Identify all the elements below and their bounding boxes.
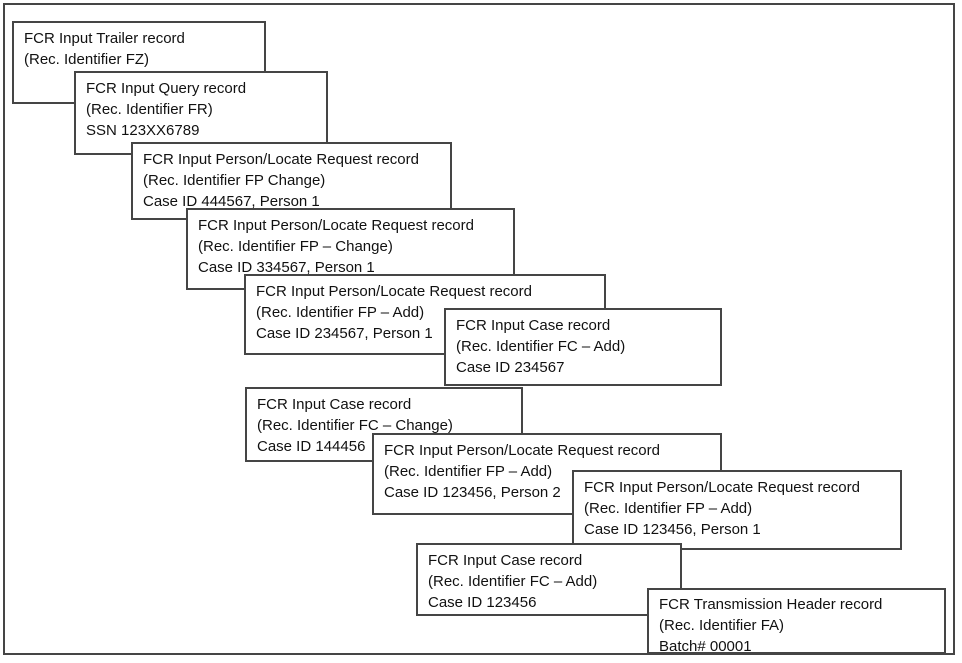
record-line: (Rec. Identifier FP – Change) (198, 238, 393, 255)
record-line: FCR Input Person/Locate Request record (143, 151, 419, 168)
record-line: Case ID 334567, Person 1 (198, 259, 375, 276)
record-line: FCR Input Person/Locate Request record (584, 479, 860, 496)
record-line: (Rec. Identifier FR) (86, 101, 213, 118)
record-line: (Rec. Identifier FP Change) (143, 172, 326, 189)
record-line: Case ID 123456, Person 2 (384, 484, 561, 501)
record-line: Case ID 234567 (456, 359, 565, 376)
record-line: Case ID 123456, Person 1 (584, 521, 761, 538)
record-line: FCR Input Case record (456, 317, 611, 334)
record-line: FCR Input Person/Locate Request record (384, 442, 660, 459)
record-box-transmission-header-fa: FCR Transmission Header record (Rec. Ide… (647, 588, 946, 654)
record-box-person-locate-fp-change-444567: FCR Input Person/Locate Request record (… (131, 142, 452, 220)
record-box-person-locate-fp-add-123456-person1: FCR Input Person/Locate Request record (… (572, 470, 902, 550)
record-line: FCR Input Query record (86, 80, 247, 97)
record-line: FCR Input Case record (257, 396, 412, 413)
record-line: (Rec. Identifier FC – Change) (257, 417, 453, 434)
record-line: (Rec. Identifier FA) (659, 617, 785, 634)
record-box-case-fc-add-234567: FCR Input Case record (Rec. Identifier F… (444, 308, 722, 386)
record-line: (Rec. Identifier FP – Add) (384, 463, 553, 480)
record-line: Case ID 234567, Person 1 (256, 325, 433, 342)
record-line: Case ID 123456 (428, 594, 537, 611)
record-line: FCR Input Person/Locate Request record (198, 217, 474, 234)
record-line: SSN 123XX6789 (86, 122, 200, 139)
record-line: (Rec. Identifier FZ) (24, 51, 150, 68)
record-line: (Rec. Identifier FC – Add) (428, 573, 598, 590)
record-line: FCR Input Trailer record (24, 30, 185, 47)
record-line: Batch# 00001 (659, 638, 752, 654)
record-line: (Rec. Identifier FP – Add) (256, 304, 425, 321)
record-line: FCR Input Person/Locate Request record (256, 283, 532, 300)
record-line: (Rec. Identifier FP – Add) (584, 500, 753, 517)
record-line: Case ID 144456 (257, 438, 366, 455)
record-line: Case ID 444567, Person 1 (143, 193, 320, 210)
record-line: FCR Input Case record (428, 552, 583, 569)
record-line: FCR Transmission Header record (659, 596, 883, 613)
record-box-input-query-fr: FCR Input Query record (Rec. Identifier … (74, 71, 328, 155)
record-line: (Rec. Identifier FC – Add) (456, 338, 626, 355)
record-box-case-fc-add-123456: FCR Input Case record (Rec. Identifier F… (416, 543, 682, 616)
